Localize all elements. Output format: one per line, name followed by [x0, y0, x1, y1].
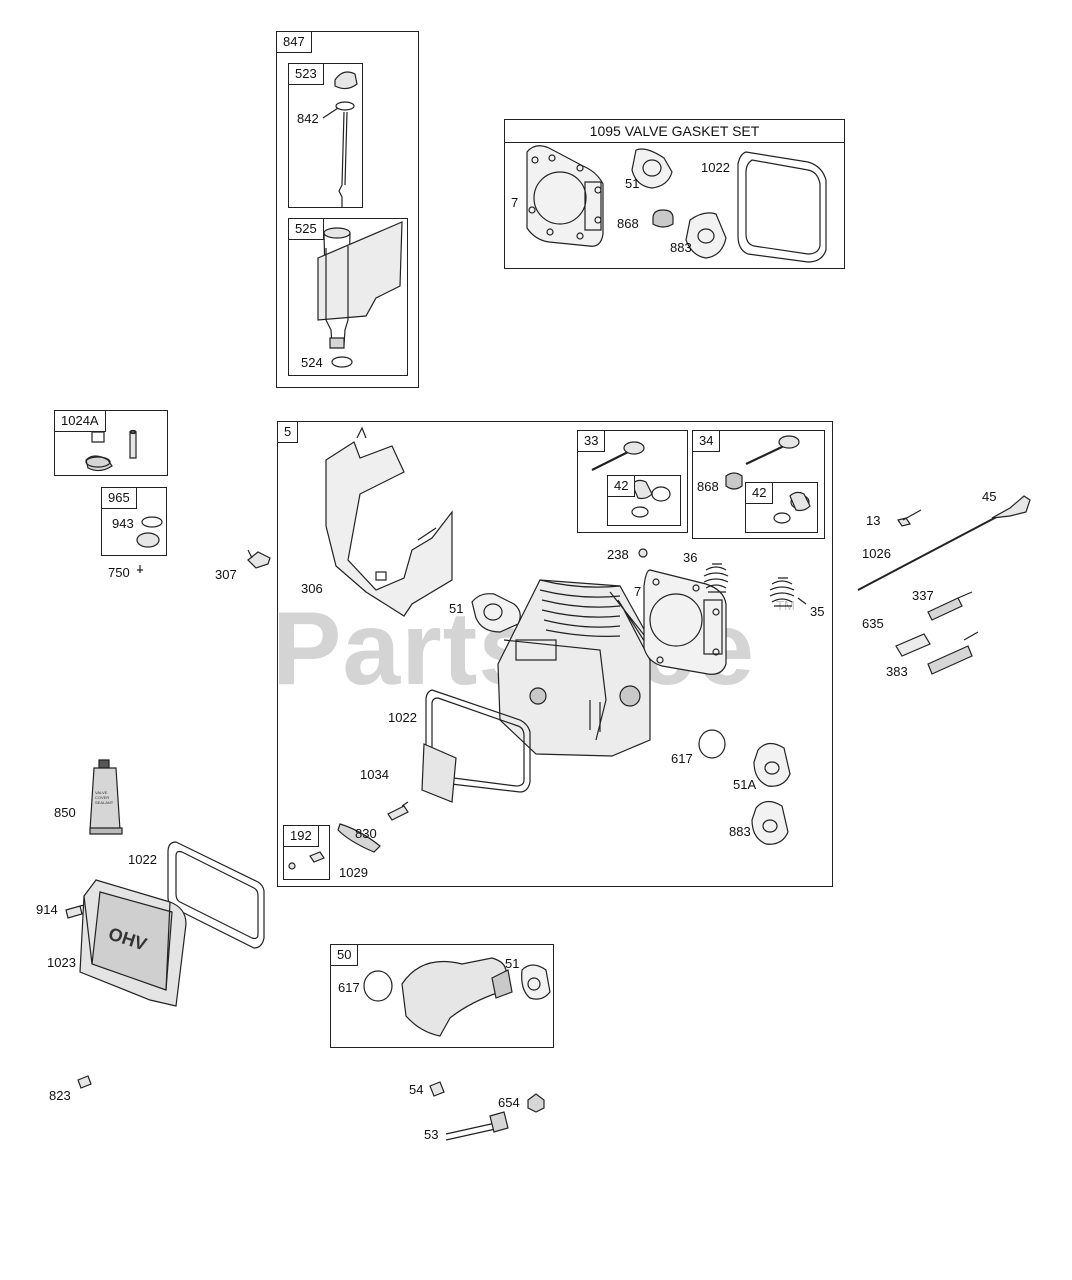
part-label-306: 306 [301, 581, 323, 596]
sealant-tube-text: VALVE COVER SEALANT [95, 790, 114, 805]
kit-box-965: 965 [101, 487, 167, 556]
part-label-830: 830 [355, 826, 377, 841]
part-label-1034: 1034 [360, 767, 389, 782]
part-label-1022-set: 1022 [701, 160, 730, 175]
kit-box-33: 33 [577, 430, 688, 533]
dipstick-part [322, 71, 358, 207]
kit-box-1024a: 1024A [54, 410, 168, 476]
part-label-868: 868 [697, 479, 719, 494]
part-label-54: 54 [409, 1082, 424, 1097]
part-label-868-set: 868 [617, 216, 639, 231]
kit-box-42-exhaust: 42 [745, 482, 818, 533]
part-label-238: 238 [607, 547, 629, 562]
part-label-1023: 1023 [47, 955, 76, 970]
kit-box-5: 5 [277, 421, 833, 887]
part-label-635: 635 [862, 616, 884, 631]
part-label-617: 617 [671, 751, 693, 766]
valve-gasket-set-parts [526, 145, 827, 263]
kit-number-34: 34 [693, 431, 721, 452]
kit-box-34: 34 [692, 430, 825, 539]
part-label-51a: 51A [733, 777, 757, 792]
part-label-13: 13 [866, 513, 881, 528]
valve-gasket-set-box: 1095 VALVE GASKET SET [504, 119, 845, 269]
part-label-51-50: 51 [505, 956, 520, 971]
valve-gasket-set-title: 1095 VALVE GASKET SET [505, 120, 844, 143]
kit-number-5: 5 [278, 422, 299, 443]
kit-box-50: 50 [330, 944, 554, 1048]
part-label-943: 943 [112, 516, 134, 531]
part-label-842: 842 [297, 111, 319, 126]
part-label-823: 823 [49, 1088, 71, 1103]
part-label-883-set: 883 [670, 240, 692, 255]
part-label-383: 383 [886, 664, 908, 679]
governor-parts-1024a [85, 429, 137, 472]
kit-box-192: 192 [283, 825, 330, 880]
kit-number-50: 50 [331, 945, 359, 966]
part-label-883: 883 [729, 824, 751, 839]
part-label-850: 850 [54, 805, 76, 820]
kit-number-192: 192 [284, 826, 319, 847]
kit-number-847: 847 [277, 32, 312, 53]
kit-box-42-intake: 42 [607, 475, 681, 526]
part-label-53: 53 [424, 1127, 439, 1142]
part-label-51: 51 [449, 601, 464, 616]
intake-valve-33 [591, 441, 671, 518]
part-label-914: 914 [36, 902, 58, 917]
kit-box-525: 525 [288, 218, 408, 376]
part-label-35: 35 [810, 604, 825, 619]
kit-number-42-intake: 42 [608, 476, 636, 497]
part-label-1026: 1026 [862, 546, 891, 561]
sealant-tube-850 [89, 759, 123, 835]
kit-number-523: 523 [289, 64, 324, 85]
kit-number-33: 33 [578, 431, 606, 452]
part-label-7-set: 7 [511, 195, 519, 210]
part-label-654: 654 [498, 1095, 520, 1110]
part-label-45: 45 [982, 489, 997, 504]
part-label-750: 750 [108, 565, 130, 580]
kit-box-523: 523 [288, 63, 363, 208]
governor-parts-965 [136, 516, 163, 548]
part-label-51-set: 51 [625, 176, 640, 191]
kit-number-1024a: 1024A [55, 411, 106, 432]
part-label-36: 36 [683, 550, 698, 565]
screw-750 [137, 565, 143, 573]
part-label-307: 307 [215, 567, 237, 582]
part-label-1022-cover: 1022 [128, 852, 157, 867]
air-guide-306 [325, 426, 453, 617]
dipstick-tube-part [317, 221, 403, 368]
exhaust-valve-34 [725, 435, 811, 524]
kit-number-965: 965 [102, 488, 137, 509]
kit-box-847: 847 [276, 31, 419, 388]
kit-number-525: 525 [289, 219, 324, 240]
part-label-1029: 1029 [339, 865, 368, 880]
part-label-1022: 1022 [388, 710, 417, 725]
kit-number-42-exhaust: 42 [746, 483, 774, 504]
valve-cover-1023 [79, 879, 187, 1007]
part-label-617-50: 617 [338, 980, 360, 995]
part-label-7: 7 [634, 584, 642, 599]
part-label-337: 337 [912, 588, 934, 603]
part-label-524: 524 [301, 355, 323, 370]
